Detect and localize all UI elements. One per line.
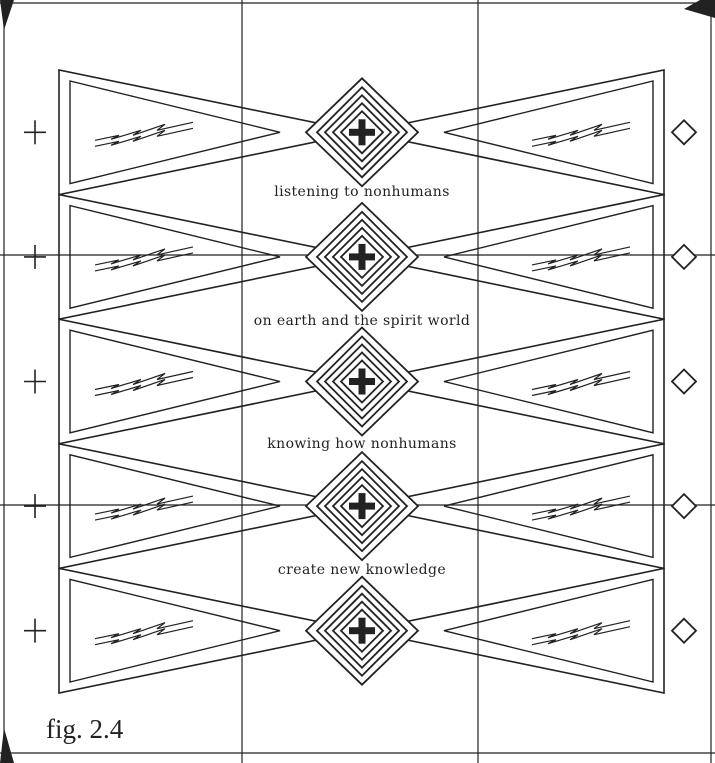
diamond-outline-icon [672, 370, 696, 394]
bold-plus-icon [359, 244, 366, 270]
diamond-outline-icon [672, 120, 696, 144]
diamond-outline-icon [672, 245, 696, 269]
motif-row [24, 444, 696, 569]
corner-mark-icon [0, 0, 14, 30]
right-inner-triangle [444, 579, 653, 682]
caption-4: create new knowledge [278, 562, 446, 578]
bold-plus-icon [359, 493, 366, 519]
center-diamond-icon [306, 78, 418, 186]
bold-plus-icon [359, 618, 366, 644]
motif-row [24, 319, 696, 444]
corner-mark-icon [0, 728, 14, 763]
right-inner-triangle [444, 330, 653, 433]
center-diamond-icon [306, 203, 418, 311]
diamond-outline-icon [672, 494, 696, 518]
diamond-outline-icon [672, 619, 696, 643]
right-inner-triangle [444, 206, 653, 309]
center-diamond-icon [306, 577, 418, 685]
caption-2: on earth and the spirit world [254, 313, 470, 329]
caption-1: listening to nonhumans [274, 184, 450, 200]
figure-label: fig. 2.4 [46, 714, 124, 744]
motif-row [24, 568, 696, 693]
center-diamond-icon [306, 452, 418, 560]
right-inner-triangle [444, 455, 653, 558]
motif-row [24, 70, 696, 195]
bold-plus-icon [359, 119, 366, 145]
center-diamond-icon [306, 328, 418, 436]
motif-stack [24, 70, 696, 693]
motif-row [24, 195, 696, 320]
bold-plus-icon [359, 369, 366, 395]
caption-3: knowing how nonhumans [267, 436, 456, 452]
right-inner-triangle [444, 81, 653, 184]
